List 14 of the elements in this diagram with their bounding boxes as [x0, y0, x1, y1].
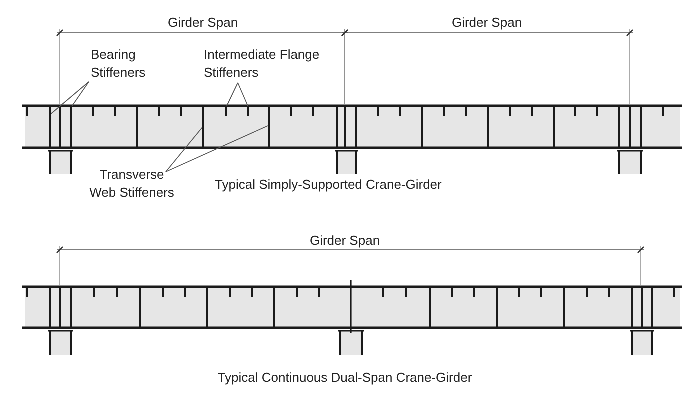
dimension-label: Girder Span [452, 14, 522, 32]
callout-text: Intermediate Flange Stiffeners [204, 46, 326, 82]
dimension-label: Girder Span [310, 232, 380, 250]
callout-text: Transverse Web Stiffeners [86, 166, 178, 202]
leader-line [166, 126, 204, 172]
leader-line [226, 82, 238, 106]
leader-line [238, 82, 248, 106]
leader-line [70, 82, 90, 108]
callout-text: Bearing Stiffeners [91, 46, 161, 82]
caption-text: Typical Continuous Dual-Span Crane-Girder [218, 369, 472, 387]
leader-line [166, 126, 268, 172]
leader-line [50, 82, 90, 116]
dimension-label: Girder Span [168, 14, 238, 32]
caption-text: Typical Simply-Supported Crane-Girder [215, 176, 442, 194]
